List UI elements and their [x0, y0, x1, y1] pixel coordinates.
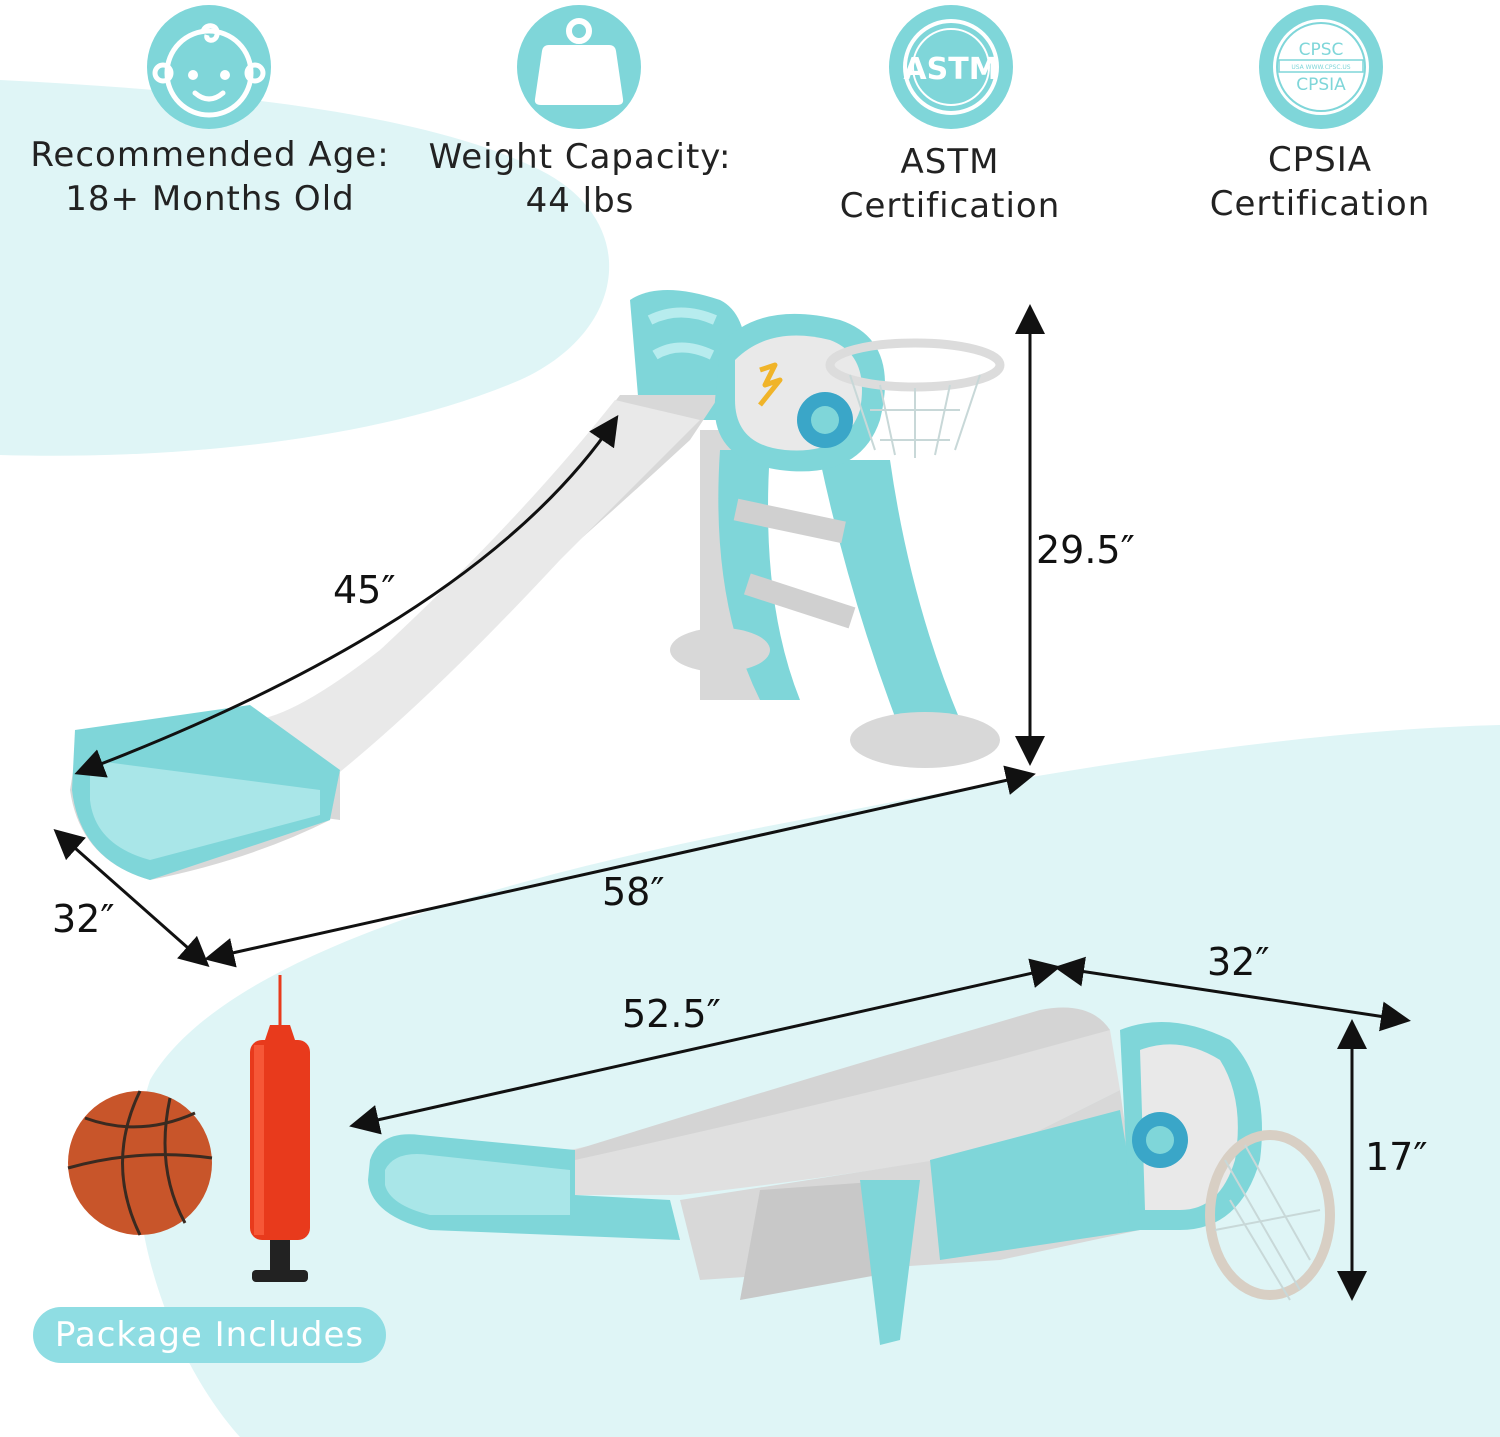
total-length-arrow — [204, 765, 1036, 968]
baby-face-icon — [147, 5, 271, 129]
feature-astm-label: ASTM Certification — [800, 140, 1100, 228]
feature-age-line2: 18+ Months Old — [65, 179, 355, 219]
folded-height-label: 17″ — [1365, 1135, 1428, 1179]
folded-length-label: 52.5″ — [622, 992, 721, 1036]
feature-cpsia-line2: Certification — [1209, 184, 1431, 224]
feature-weight-label: Weight Capacity: 44 lbs — [410, 135, 750, 223]
slide-length-label: 45″ — [333, 568, 396, 612]
folded-length-arrow — [349, 958, 1061, 1135]
air-pump-illustration — [250, 975, 310, 1282]
astm-seal-text: ASTM — [903, 52, 998, 87]
slide-length-arrow — [74, 415, 619, 778]
feature-age-label: Recommended Age: 18+ Months Old — [20, 133, 400, 221]
width-label: 32″ — [52, 897, 115, 941]
feature-cpsia-label: CPSIA Certification — [1170, 138, 1470, 226]
cpsc-seal-mid: USA WWW.CPSC.US — [1291, 64, 1350, 71]
folded-width-label: 32″ — [1207, 940, 1270, 984]
folded-width-arrow — [1054, 956, 1411, 1032]
total-length-label: 58″ — [602, 870, 665, 914]
feature-age-line1: Recommended Age: — [30, 135, 390, 175]
top-left-blob — [0, 80, 610, 456]
weight-icon — [517, 5, 641, 129]
cpsc-seal-top: CPSC — [1299, 40, 1344, 60]
astm-seal-icon: ASTM — [889, 5, 1013, 129]
width-arrow — [53, 829, 210, 967]
feature-cpsia-line1: CPSIA — [1267, 140, 1373, 180]
cpsc-seal-icon: CPSC USA WWW.CPSC.US CPSIA — [1259, 5, 1383, 129]
feature-weight-line2: 44 lbs — [525, 181, 635, 221]
basketball-illustration — [67, 1090, 213, 1236]
cpsc-seal-bottom: CPSIA — [1296, 75, 1346, 95]
package-includes-badge: Package Includes — [33, 1307, 386, 1363]
feature-astm-line2: Certification — [839, 186, 1061, 226]
feature-astm-line1: ASTM — [900, 142, 1000, 182]
height-label: 29.5″ — [1036, 528, 1135, 572]
feature-weight-line1: Weight Capacity: — [428, 137, 732, 177]
